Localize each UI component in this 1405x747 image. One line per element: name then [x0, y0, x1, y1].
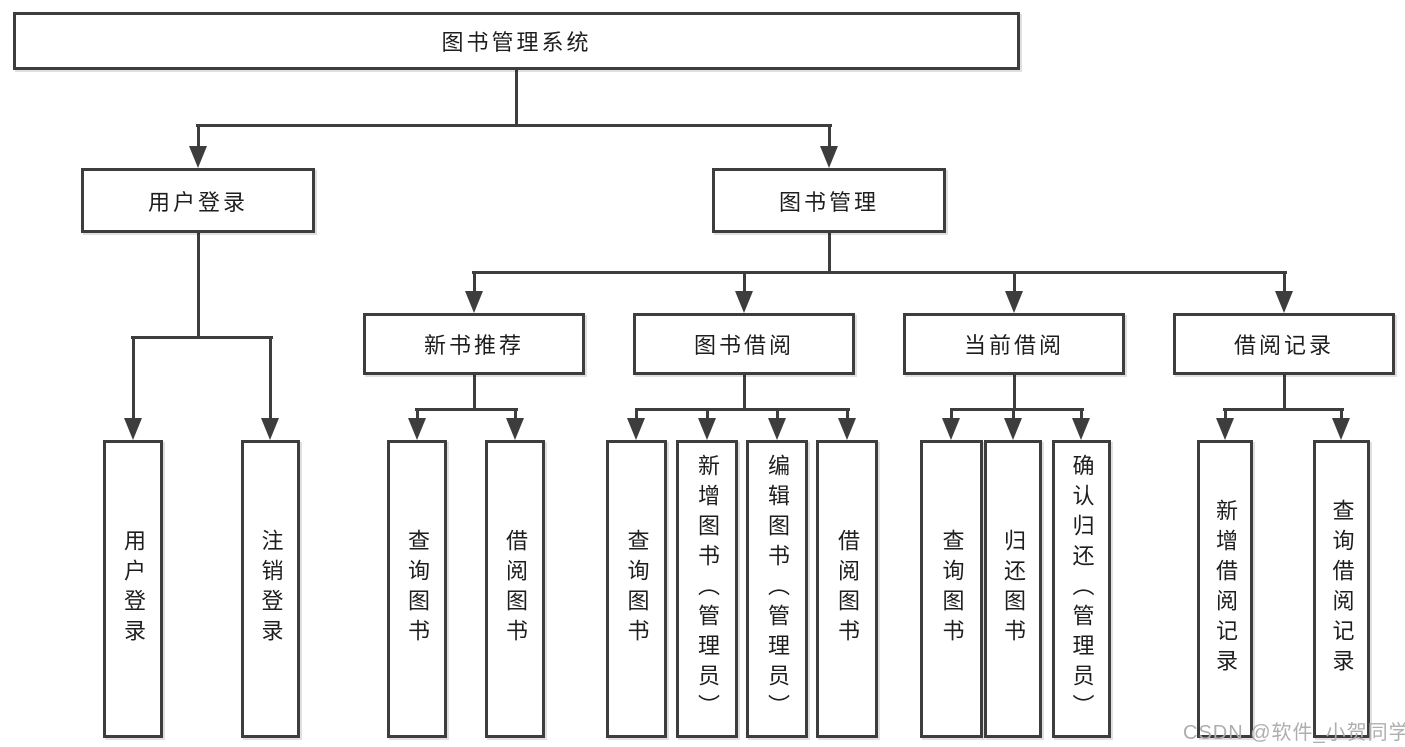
node-label: 图书管理系统 [441, 30, 592, 55]
connector-line [828, 233, 831, 274]
connector-arrowhead [1332, 418, 1350, 440]
connector-line [1013, 375, 1016, 411]
connector-line [828, 124, 831, 152]
connector-arrowhead [1004, 418, 1022, 440]
connector-line [1013, 271, 1016, 297]
connector-line [950, 408, 953, 424]
node-label: 当前借阅 [963, 333, 1064, 358]
connector-line [131, 336, 273, 339]
connector-line [472, 271, 1287, 274]
node-label: 归还图书 [1001, 529, 1026, 649]
node-recommend-borrow-books: 借阅图书 [485, 440, 545, 738]
connector-arrowhead [465, 291, 483, 313]
connector-line [950, 408, 1084, 411]
connector-arrowhead [1072, 418, 1090, 440]
node-label: 新书推荐 [423, 333, 524, 358]
node-label: 用户登录 [121, 529, 146, 649]
node-current-return-books: 归还图书 [984, 440, 1042, 738]
connector-arrowhead [838, 418, 856, 440]
node-current-borrowing: 当前借阅 [903, 313, 1125, 375]
connector-arrowhead [820, 146, 838, 168]
node-borrowing-borrow-books: 借阅图书 [816, 440, 878, 738]
connector-arrowhead [735, 291, 753, 313]
node-borrowing-query-books: 查询图书 [606, 440, 667, 738]
node-label: 查询图书 [405, 529, 430, 649]
node-current-query-books: 查询图书 [920, 440, 983, 738]
connector-line [1080, 408, 1083, 424]
node-current-confirm-return-admin: 确认归还（管理员） [1052, 440, 1111, 738]
connector-line [196, 124, 832, 127]
connector-line [1012, 408, 1015, 424]
node-book-management: 图书管理 [712, 168, 946, 233]
node-label: 新增图书（管理员） [695, 454, 720, 724]
connector-arrowhead [261, 418, 279, 440]
node-records-add-record: 新增借阅记录 [1197, 440, 1253, 738]
connector-line [416, 408, 419, 424]
connector-arrowhead [124, 418, 142, 440]
connector-line [514, 408, 517, 424]
connector-arrowhead [1216, 418, 1234, 440]
connector-line [1224, 408, 1227, 424]
connector-line [473, 271, 476, 297]
connector-arrowhead [627, 418, 645, 440]
connector-arrowhead [1005, 291, 1023, 313]
connector-line [635, 408, 850, 411]
connector-line [1223, 408, 1344, 411]
node-book-borrowing: 图书借阅 [633, 313, 855, 375]
connector-line [197, 233, 200, 339]
connector-arrowhead [189, 146, 207, 168]
node-borrowing-records: 借阅记录 [1173, 313, 1395, 375]
node-label: 查询图书 [939, 529, 965, 649]
node-label: 查询借阅记录 [1329, 499, 1355, 679]
connector-arrowhead [768, 418, 786, 440]
node-label: 用户登录 [147, 189, 248, 215]
connector-line [1340, 408, 1343, 424]
node-label: 查询图书 [624, 529, 650, 649]
connector-line [415, 408, 518, 411]
node-label: 借阅图书 [835, 529, 860, 649]
connector-line [1283, 375, 1286, 411]
connector-line [743, 375, 746, 411]
node-label: 图书管理 [778, 189, 879, 215]
node-label: 借阅记录 [1233, 333, 1334, 358]
node-label: 新增借阅记录 [1213, 499, 1238, 679]
connector-line [743, 271, 746, 297]
node-user-login: 用户登录 [81, 168, 315, 233]
node-borrowing-edit-book-admin: 编辑图书（管理员） [746, 440, 808, 738]
node-records-query-record: 查询借阅记录 [1313, 440, 1370, 738]
node-label: 图书借阅 [693, 333, 794, 358]
node-label: 编辑图书（管理员） [765, 454, 790, 724]
node-user-login-action: 用户登录 [103, 440, 163, 738]
connector-arrowhead [942, 418, 960, 440]
watermark: CSDN @软件_小贺同学 [1183, 722, 1405, 744]
connector-arrowhead [698, 418, 716, 440]
connector-line [269, 336, 272, 424]
connector-line [706, 408, 709, 424]
connector-line [197, 124, 200, 152]
connector-arrowhead [408, 418, 426, 440]
connector-line [635, 408, 638, 424]
connector-line [1283, 271, 1286, 297]
node-logout-action: 注销登录 [241, 440, 300, 738]
node-recommend-query-books: 查询图书 [387, 440, 447, 738]
connector-line [132, 336, 135, 424]
connector-arrowhead [506, 418, 524, 440]
node-borrowing-add-book-admin: 新增图书（管理员） [676, 440, 738, 738]
node-label: 注销登录 [258, 529, 284, 649]
connector-arrowhead [1275, 291, 1293, 313]
node-label: 确认归还（管理员） [1069, 454, 1095, 724]
connector-line [776, 408, 779, 424]
connector-line [846, 408, 849, 424]
connector-line [515, 70, 518, 127]
node-new-book-recommend: 新书推荐 [363, 313, 585, 375]
connector-line [473, 375, 476, 411]
node-label: 借阅图书 [503, 529, 528, 649]
node-library-system: 图书管理系统 [13, 12, 1020, 70]
